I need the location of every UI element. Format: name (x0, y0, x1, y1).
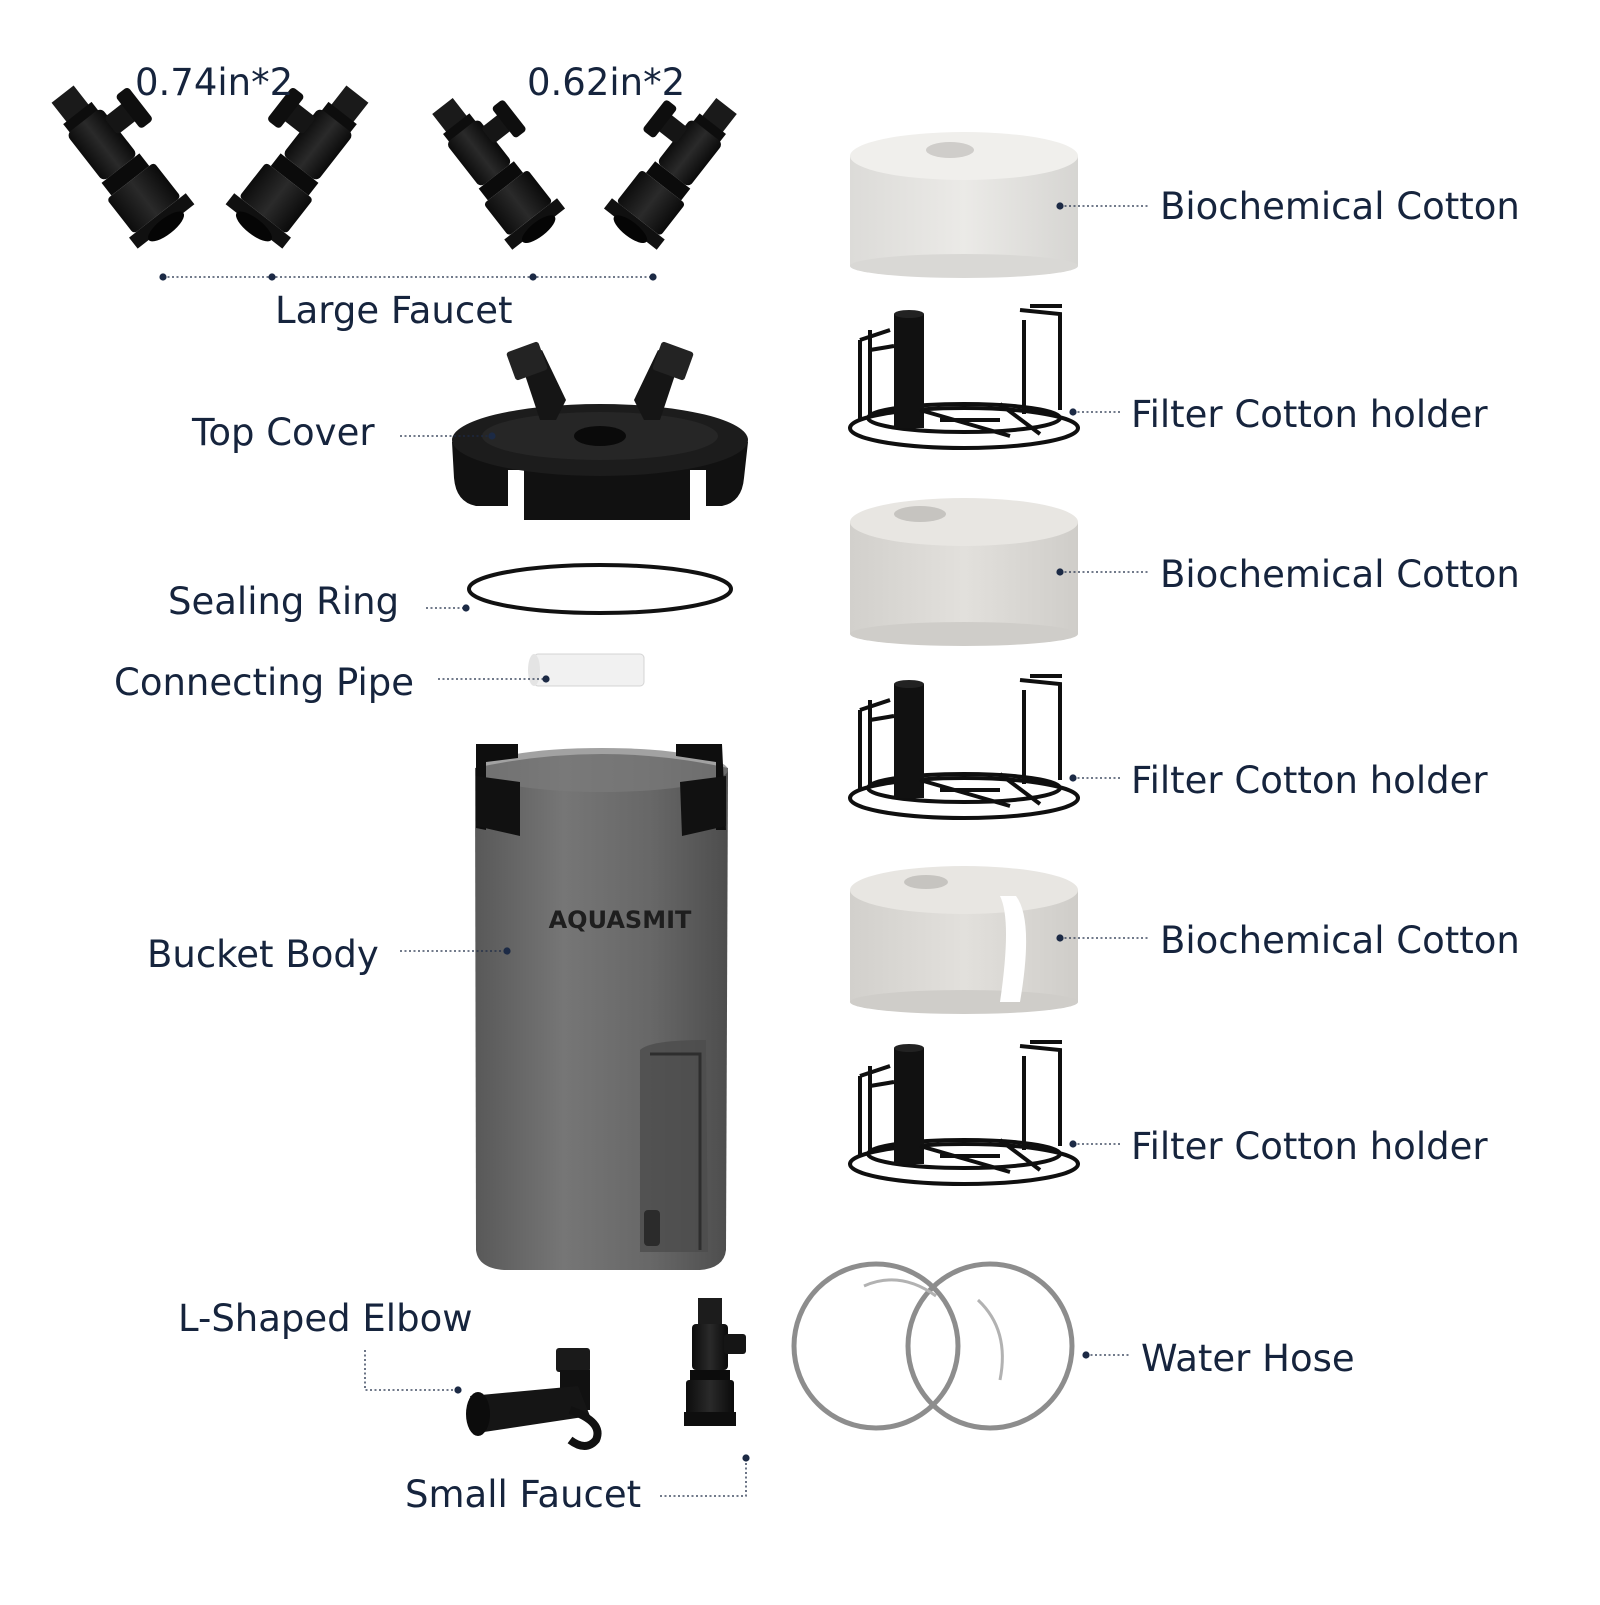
biochemical-cotton-2 (850, 498, 1078, 646)
sealing-ring (467, 563, 733, 615)
sealing-ring-label: Sealing Ring (168, 580, 400, 623)
biochemical-cotton-2-label: Biochemical Cotton (1160, 553, 1520, 596)
large-faucet-dot-3 (529, 273, 537, 281)
elbow-leader (364, 1350, 456, 1391)
large-faucet-3 (432, 98, 566, 250)
bucket-body: AQUASMIT (475, 744, 728, 1270)
large-faucet-label: Large Faucet (275, 289, 513, 332)
top-cover-label: Top Cover (192, 411, 375, 454)
filter-cotton-holder-3 (848, 1040, 1080, 1186)
l-shaped-elbow (454, 1348, 602, 1450)
small-pair-size-label: 0.62in*2 (527, 61, 686, 104)
filter-cotton-holder-2-label: Filter Cotton holder (1131, 759, 1488, 802)
small-faucet-label: Small Faucet (405, 1473, 642, 1516)
large-faucet-size-label: 0.74in*2 (135, 61, 294, 104)
bucket-body-label: Bucket Body (147, 933, 379, 976)
connecting-pipe-dot (542, 675, 550, 683)
biochemical-cotton-3-label: Biochemical Cotton (1160, 919, 1520, 962)
l-shaped-elbow-label: L-Shaped Elbow (178, 1297, 473, 1340)
connecting-pipe-label: Connecting Pipe (114, 661, 414, 704)
small-faucet-leader (660, 1458, 747, 1497)
filter-cotton-holder-1-label: Filter Cotton holder (1131, 393, 1488, 436)
biochemical-cotton-1 (850, 132, 1078, 278)
small-faucet-dot (742, 1454, 750, 1462)
large-faucet-2 (225, 85, 369, 249)
large-faucet-4 (603, 98, 737, 250)
biochemical-cotton-1-label: Biochemical Cotton (1160, 185, 1520, 228)
filter-cotton-holder-2 (848, 674, 1080, 820)
sealing-ring-dot (462, 604, 470, 612)
biochemical-cotton-3 (850, 866, 1078, 1014)
large-faucet-1 (51, 85, 195, 249)
large-faucet-dot-4 (649, 273, 657, 281)
bucket-brand-mark: AQUASMIT (549, 906, 692, 934)
large-faucet-dot-2 (268, 273, 276, 281)
top-cover (452, 341, 748, 520)
small-faucet (684, 1298, 746, 1426)
water-hose-label: Water Hose (1141, 1337, 1355, 1380)
filter-cotton-holder-1 (848, 304, 1080, 450)
filter-cotton-holder-3-label: Filter Cotton holder (1131, 1125, 1488, 1168)
large-faucet-dot-1 (159, 273, 167, 281)
connecting-pipe (528, 653, 645, 687)
water-hose (791, 1261, 1090, 1431)
